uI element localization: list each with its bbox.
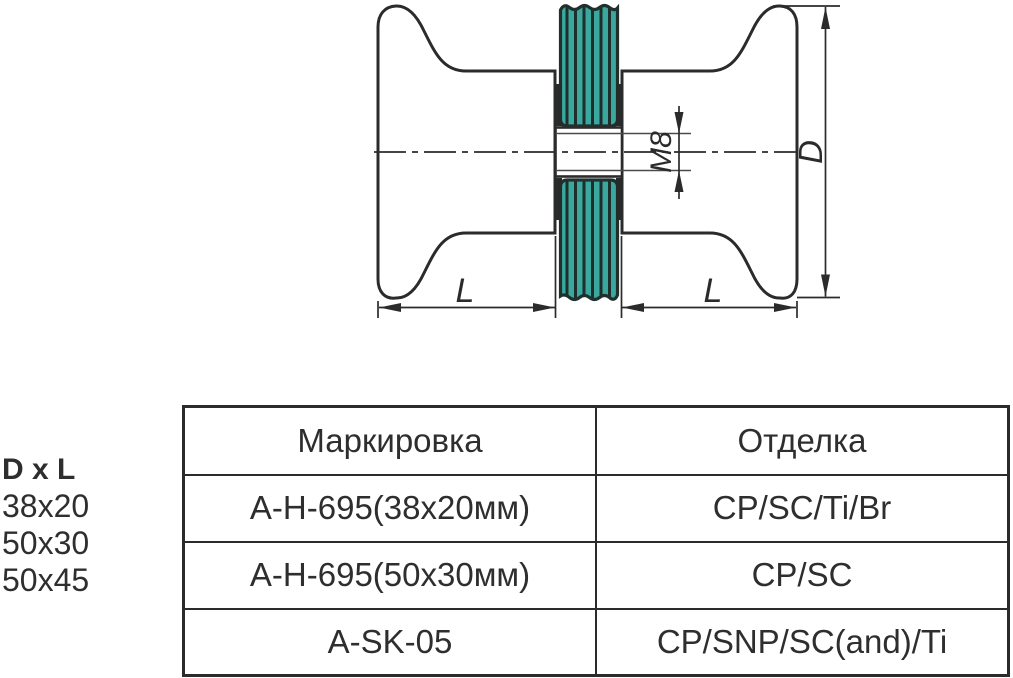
- gasket-bottom-left: [555, 178, 562, 220]
- size-options: D x L 38x20 50x30 50x45: [2, 451, 89, 599]
- dim-m8-arrow-bottom: [674, 170, 684, 192]
- size-options-title: D x L: [2, 453, 76, 486]
- dim-label-diameter: D: [792, 140, 829, 164]
- gasket-bottom-right: [616, 178, 623, 220]
- table-row: A-SK-05 CP/SNP/SC(and)/Ti: [182, 607, 1010, 677]
- finish-cell: CP/SC/Ti/Br: [595, 473, 1010, 543]
- technical-drawing: М8 D L L: [374, 3, 840, 318]
- marking-cell: A-SK-05: [182, 607, 597, 677]
- size-option: 50x30: [2, 525, 90, 561]
- table-header-row: Маркировка Отделка: [182, 405, 1010, 476]
- marking-cell: А-Н-695(50х30мм): [182, 540, 597, 610]
- dim-l-right-arrow-a: [622, 303, 644, 312]
- dim-m8-arrow-top: [674, 112, 684, 134]
- dim-label-length-left: L: [456, 272, 475, 310]
- finish-cell: CP/SC: [595, 540, 1010, 610]
- dim-l-left-arrow-b: [533, 303, 555, 312]
- finish-cell: CP/SNP/SC(and)/Ti: [595, 607, 1010, 677]
- dim-l-left-arrow-a: [379, 303, 401, 312]
- size-option: 50x45: [2, 562, 90, 598]
- dim-label-length-right: L: [704, 272, 723, 310]
- gasket-top-left: [555, 84, 562, 126]
- right-knob-outline: [620, 4, 799, 300]
- dim-d-arrow-bottom: [821, 274, 830, 297]
- glass-panel-bottom: [558, 178, 620, 302]
- size-option: 38x20: [2, 488, 90, 524]
- product-table: Маркировка Отделка А-Н-695(38х20мм) CP/S…: [182, 405, 1010, 677]
- table-row: А-Н-695(50х30мм) CP/SC: [182, 540, 1010, 610]
- dim-label-thread: М8: [645, 131, 678, 173]
- dim-l-right-arrow-b: [774, 303, 796, 312]
- column-header-marking: Маркировка: [182, 405, 597, 476]
- dim-d-arrow-top: [821, 7, 830, 29]
- column-header-finish: Отделка: [595, 405, 1010, 476]
- gasket-top-right: [616, 84, 623, 126]
- marking-cell: А-Н-695(38х20мм): [182, 473, 597, 543]
- glass-panel-top: [558, 3, 620, 128]
- table-row: А-Н-695(38х20мм) CP/SC/Ti/Br: [182, 473, 1010, 543]
